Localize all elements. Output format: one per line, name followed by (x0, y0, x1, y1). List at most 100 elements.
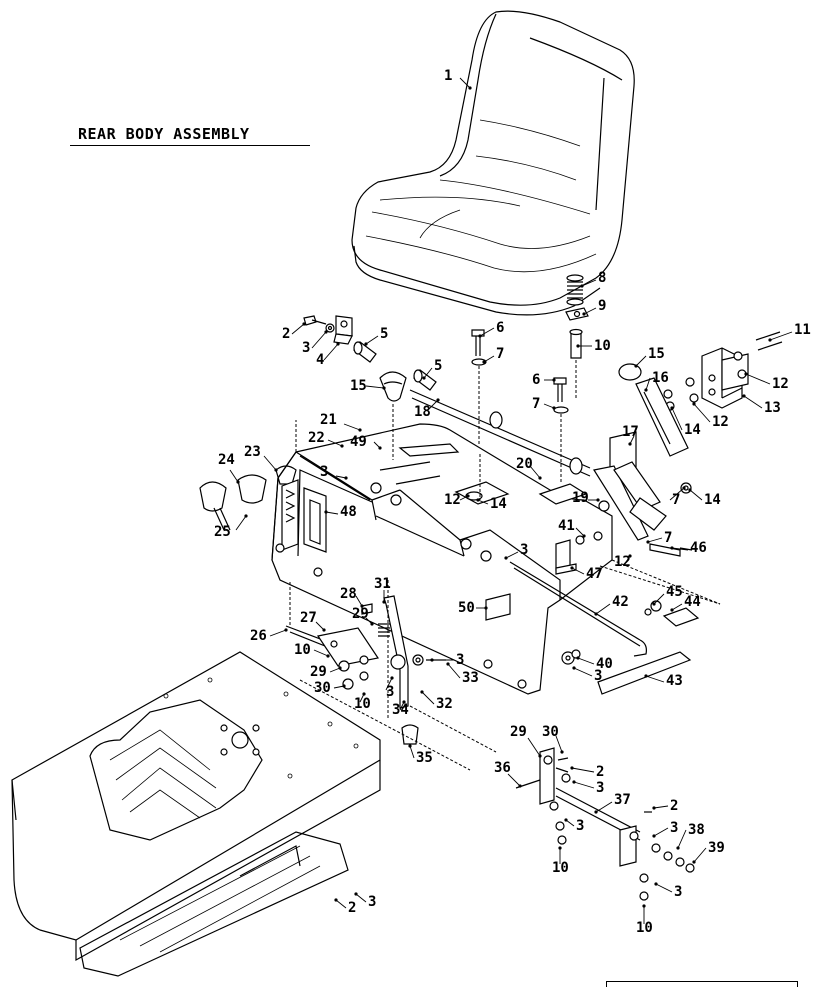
callout-dot (284, 628, 288, 632)
part-callout-2: 2 (348, 900, 356, 916)
callout-dot (670, 546, 674, 550)
callout-leader (653, 805, 669, 809)
part-callout-29: 29 (352, 606, 369, 622)
part-callout-3: 3 (368, 894, 376, 910)
part-callout-32: 32 (436, 696, 453, 712)
callout-dot (302, 322, 306, 326)
part-callout-7: 7 (496, 346, 504, 362)
callout-dot (378, 446, 382, 450)
part-callout-8: 8 (598, 270, 606, 286)
seat-spring (565, 274, 589, 359)
callout-dot (518, 784, 522, 788)
part-callout-3: 3 (674, 884, 682, 900)
callout-leader (313, 649, 329, 657)
callout-dot (552, 406, 556, 410)
part-callout-17: 17 (622, 424, 639, 440)
callout-dot (324, 330, 328, 334)
callout-leader (653, 593, 665, 605)
callout-leader (693, 403, 711, 423)
callout-dot (322, 628, 326, 632)
rear-body-console (271, 423, 613, 695)
part-callout-21: 21 (320, 412, 337, 428)
callout-dot (408, 744, 412, 748)
part-callout-31: 31 (374, 576, 391, 592)
callout-dot (538, 476, 542, 480)
right-bracket-assembly (618, 331, 783, 494)
part-callout-47: 47 (586, 566, 603, 582)
part-callout-28: 28 (340, 586, 357, 602)
floor-panel (11, 651, 471, 977)
callout-leader (645, 377, 651, 391)
part-callout-3: 3 (670, 820, 678, 836)
callout-dot (594, 612, 598, 616)
part-callout-24: 24 (218, 452, 235, 468)
callout-leader (483, 355, 495, 363)
callout-leader (355, 893, 367, 903)
part-callout-30: 30 (542, 724, 559, 740)
part-callout-25: 25 (214, 524, 231, 540)
callout-dot (504, 556, 508, 560)
callout-dot (362, 692, 366, 696)
callout-leader (423, 367, 433, 379)
part-callout-10: 10 (552, 860, 569, 876)
part-callout-10: 10 (294, 642, 311, 658)
callout-dot (446, 662, 450, 666)
callout-dot (580, 284, 584, 288)
part-callout-40: 40 (596, 656, 613, 672)
callout-dot (402, 700, 406, 704)
callout-dot (468, 86, 472, 90)
part-callout-49: 49 (350, 434, 367, 450)
callout-leader (745, 373, 771, 385)
callout-leader (575, 527, 585, 537)
callout-dot (646, 540, 650, 544)
callout-dot (572, 780, 576, 784)
title-underline (70, 145, 310, 146)
callout-dot (358, 428, 362, 432)
callout-dot (390, 676, 394, 680)
part-callout-2: 2 (282, 326, 290, 342)
part-callout-15: 15 (648, 346, 665, 362)
callout-dot (576, 344, 580, 348)
callout-leader (671, 603, 683, 611)
part-callout-3: 3 (596, 780, 604, 796)
callout-leader (291, 323, 305, 335)
callout-leader (311, 331, 327, 349)
part-callout-6: 6 (532, 372, 540, 388)
part-callout-10: 10 (354, 696, 371, 712)
callout-leader (447, 663, 461, 679)
callout-leader (583, 307, 597, 315)
callout-dot (324, 510, 328, 514)
callout-dot (552, 378, 556, 382)
part-callout-38: 38 (688, 822, 705, 838)
part-callout-3: 3 (302, 340, 310, 356)
part-callout-6: 6 (496, 320, 504, 336)
part-callout-39: 39 (708, 840, 725, 856)
callout-dot (572, 666, 576, 670)
callout-dot (370, 622, 374, 626)
part-callout-44: 44 (684, 594, 701, 610)
callout-leader (647, 537, 663, 543)
callout-dot (336, 342, 340, 346)
callout-leader (543, 403, 555, 409)
shaft-18 (409, 389, 591, 477)
part-callout-20: 20 (516, 456, 533, 472)
callout-leader (555, 735, 563, 753)
callout-leader (595, 801, 613, 813)
callout-dot (670, 406, 674, 410)
shift-knobs (199, 371, 407, 531)
callout-leader (529, 465, 541, 479)
callout-dot (478, 334, 482, 338)
part-callout-33: 33 (462, 670, 479, 686)
callout-leader (655, 883, 673, 893)
callout-dot (644, 388, 648, 392)
part-callout-12: 12 (444, 492, 461, 508)
part-callout-7: 7 (664, 530, 672, 546)
callout-dot (682, 486, 686, 490)
part-callout-3: 3 (320, 464, 328, 480)
part-callout-14: 14 (490, 496, 507, 512)
part-callout-13: 13 (764, 400, 781, 416)
callout-leader (769, 331, 793, 341)
part-callout-9: 9 (598, 298, 606, 314)
callout-leader (653, 827, 669, 837)
callout-dot (382, 386, 386, 390)
